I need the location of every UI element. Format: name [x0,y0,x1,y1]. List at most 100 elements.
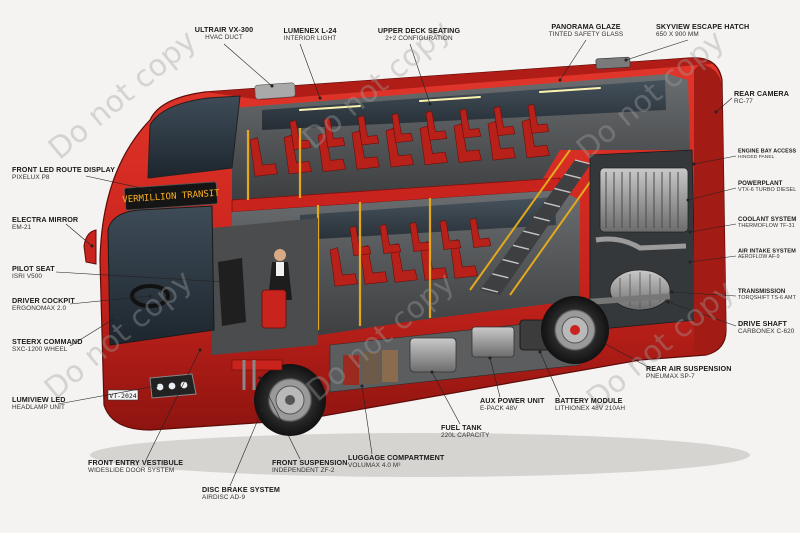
front-suspension [231,359,283,390]
seat [469,217,492,248]
seat [385,127,414,168]
stair-step [564,173,581,179]
leader-line [259,377,301,460]
seat [439,219,462,250]
seat [349,225,372,256]
staircase [469,149,601,296]
seat [329,247,358,287]
leader-line [597,339,651,369]
leader-dot [688,260,692,264]
leader-line [539,351,561,398]
leader-line [361,385,373,455]
leader-line [431,371,461,425]
seat [419,241,448,281]
leader-line [667,301,737,327]
upper-front-window [147,95,241,179]
leader-dot [692,162,696,166]
front-wheel [254,364,326,436]
seat [453,123,482,163]
seat [351,130,380,170]
leader-dot [110,318,114,322]
seat [449,239,478,279]
seat [317,132,346,172]
stair-step [492,273,509,279]
hvac-duct [254,82,296,100]
seat [359,245,388,285]
leader-dot [360,384,364,388]
seat [283,134,312,175]
stair-step [502,258,519,265]
leader-line [299,43,321,99]
lower-deck-seats [329,217,492,287]
stair-step [574,159,592,165]
seat [425,110,448,141]
steering-wheel [130,284,170,308]
leader-dot [688,230,692,234]
leader-dot [318,96,322,100]
leader-line [223,43,273,87]
leader-line [687,187,737,201]
leader-line [145,349,201,461]
seat [487,121,516,161]
leader-line [69,319,113,347]
stair-step [533,216,550,222]
seat [323,117,346,148]
driver-figure [261,249,292,329]
leader-dot [670,290,674,294]
leader-line [671,291,737,297]
stair-step [543,201,561,208]
leader-line [85,175,151,191]
stair-step [554,187,571,194]
leader-line [489,357,501,398]
leader-line [689,223,737,233]
fuel-tank [409,337,457,373]
leader-dot [90,244,94,248]
seat [521,118,550,159]
leader-dot [686,198,690,202]
seat [459,108,482,139]
leader-dot [430,370,434,374]
leader-dot [714,110,718,114]
stair-step [512,244,530,251]
leader-dot [538,350,542,354]
seat [527,103,550,134]
seat [419,125,448,166]
leader-line [715,97,733,113]
seat [249,137,278,177]
leader-dot [624,58,628,62]
leader-line [689,255,737,263]
seat [357,115,380,146]
side-mirror [83,229,97,265]
stair-step [481,287,499,293]
leader-dot [258,376,262,380]
leader-dot [260,408,264,412]
lower-windshield [107,205,215,346]
leader-line [57,385,157,405]
leader-line [559,39,587,81]
seat [493,105,516,137]
stair-step [523,230,540,236]
ground-shadow [90,433,750,477]
leader-dot [270,84,274,88]
seat [289,119,312,150]
leader-dot [148,188,152,192]
